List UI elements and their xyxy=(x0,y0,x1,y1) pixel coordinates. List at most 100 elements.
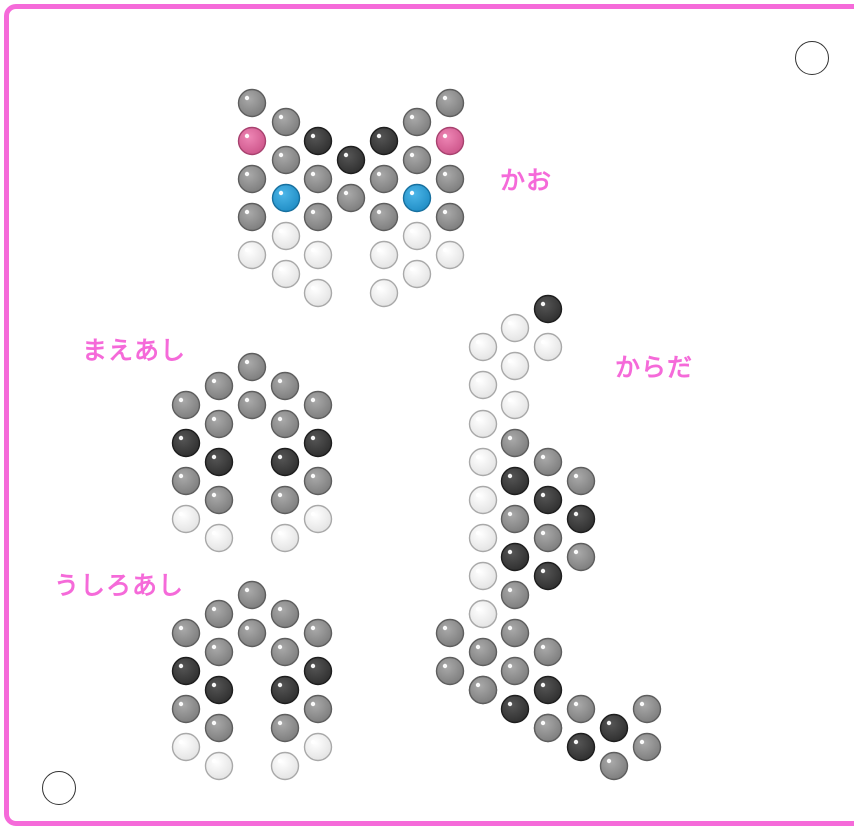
bead-face-pink xyxy=(437,128,464,155)
bead-front-legs-dark xyxy=(272,449,299,476)
bead-body-gray xyxy=(437,658,464,685)
bead-back-legs-dark xyxy=(173,658,200,685)
bead-face-gray xyxy=(239,90,266,117)
bead-front-legs-gray xyxy=(206,373,233,400)
bead-body-gray xyxy=(470,677,497,704)
bead-body-white xyxy=(535,334,562,361)
bead-body-gray xyxy=(535,449,562,476)
bead-front-legs-white xyxy=(206,525,233,552)
bead-front-legs-gray xyxy=(305,392,332,419)
bead-front-legs-white xyxy=(173,506,200,533)
bead-face-gray xyxy=(273,109,300,136)
bead-face-white xyxy=(273,223,300,250)
bead-back-legs-gray xyxy=(272,715,299,742)
bead-body-gray xyxy=(568,468,595,495)
bead-body-dark xyxy=(535,563,562,590)
bead-body-dark xyxy=(502,544,529,571)
bead-body-gray xyxy=(502,506,529,533)
bead-face-white xyxy=(404,261,431,288)
bead-body-gray xyxy=(502,658,529,685)
bead-face-gray xyxy=(273,147,300,174)
bead-front-legs-gray xyxy=(272,373,299,400)
bead-back-legs-gray xyxy=(272,601,299,628)
bead-face-gray xyxy=(371,204,398,231)
bead-front-legs-dark xyxy=(173,430,200,457)
bead-body-dark xyxy=(568,506,595,533)
bead-face-white xyxy=(239,242,266,269)
bead-body-white xyxy=(470,411,497,438)
label-face: かお xyxy=(500,168,552,193)
bead-body-white xyxy=(470,525,497,552)
bead-front-legs-gray xyxy=(272,487,299,514)
bead-front-legs-gray xyxy=(239,392,266,419)
bead-back-legs-gray xyxy=(305,620,332,647)
bead-back-legs-gray xyxy=(239,582,266,609)
bead-face-gray xyxy=(305,204,332,231)
bead-face-dark xyxy=(371,128,398,155)
bead-back-legs-gray xyxy=(173,620,200,647)
bead-face-dark xyxy=(305,128,332,155)
bead-face-white xyxy=(371,242,398,269)
bead-face-blue xyxy=(273,185,300,212)
bead-face-white xyxy=(371,280,398,307)
bead-body-gray xyxy=(535,525,562,552)
bead-body-white xyxy=(502,353,529,380)
bead-back-legs-dark xyxy=(206,677,233,704)
bead-back-legs-gray xyxy=(305,696,332,723)
bead-back-legs-white xyxy=(272,753,299,780)
bead-body-dark xyxy=(535,296,562,323)
bead-body-dark xyxy=(535,677,562,704)
bead-front-legs-gray xyxy=(173,392,200,419)
bead-body-gray xyxy=(470,639,497,666)
bead-front-legs-white xyxy=(272,525,299,552)
bead-body-white xyxy=(470,563,497,590)
bead-back-legs-gray xyxy=(239,620,266,647)
bead-body-white xyxy=(470,334,497,361)
bead-body-white xyxy=(470,449,497,476)
bead-body-white xyxy=(502,392,529,419)
bead-back-legs-gray xyxy=(206,601,233,628)
bead-front-legs-gray xyxy=(173,468,200,495)
bead-body-gray xyxy=(568,696,595,723)
bead-face-dark xyxy=(338,147,365,174)
bead-back-legs-white xyxy=(206,753,233,780)
bead-body-dark xyxy=(502,696,529,723)
bead-front-legs-gray xyxy=(206,487,233,514)
bead-back-legs-white xyxy=(305,734,332,761)
bead-body-dark xyxy=(502,468,529,495)
bead-face-gray xyxy=(404,147,431,174)
label-front-legs: まえあし xyxy=(82,338,186,363)
bead-body-white xyxy=(470,487,497,514)
bead-face-gray xyxy=(437,166,464,193)
bead-front-legs-dark xyxy=(206,449,233,476)
label-back-legs: うしろあし xyxy=(54,573,184,598)
bead-body-gray xyxy=(634,696,661,723)
bead-back-legs-dark xyxy=(305,658,332,685)
bead-back-legs-gray xyxy=(272,639,299,666)
bead-face-gray xyxy=(239,166,266,193)
label-body: からだ xyxy=(615,355,693,380)
bead-face-gray xyxy=(338,185,365,212)
bead-face-pink xyxy=(239,128,266,155)
bead-face-gray xyxy=(437,90,464,117)
bead-body-gray xyxy=(634,734,661,761)
bead-face-white xyxy=(404,223,431,250)
bead-body-dark xyxy=(601,715,628,742)
bead-face-gray xyxy=(437,204,464,231)
bead-body-dark xyxy=(535,487,562,514)
bead-body-dark xyxy=(568,734,595,761)
bead-back-legs-dark xyxy=(272,677,299,704)
bead-back-legs-white xyxy=(173,734,200,761)
bead-face-gray xyxy=(305,166,332,193)
bead-body-white xyxy=(502,315,529,342)
bead-front-legs-dark xyxy=(305,430,332,457)
bead-body-white xyxy=(470,601,497,628)
bead-face-blue xyxy=(404,185,431,212)
bead-body-gray xyxy=(601,753,628,780)
bead-back-legs-gray xyxy=(206,715,233,742)
bead-front-legs-gray xyxy=(206,411,233,438)
bead-front-legs-white xyxy=(305,506,332,533)
bead-body-gray xyxy=(568,544,595,571)
bead-body-gray xyxy=(502,430,529,457)
